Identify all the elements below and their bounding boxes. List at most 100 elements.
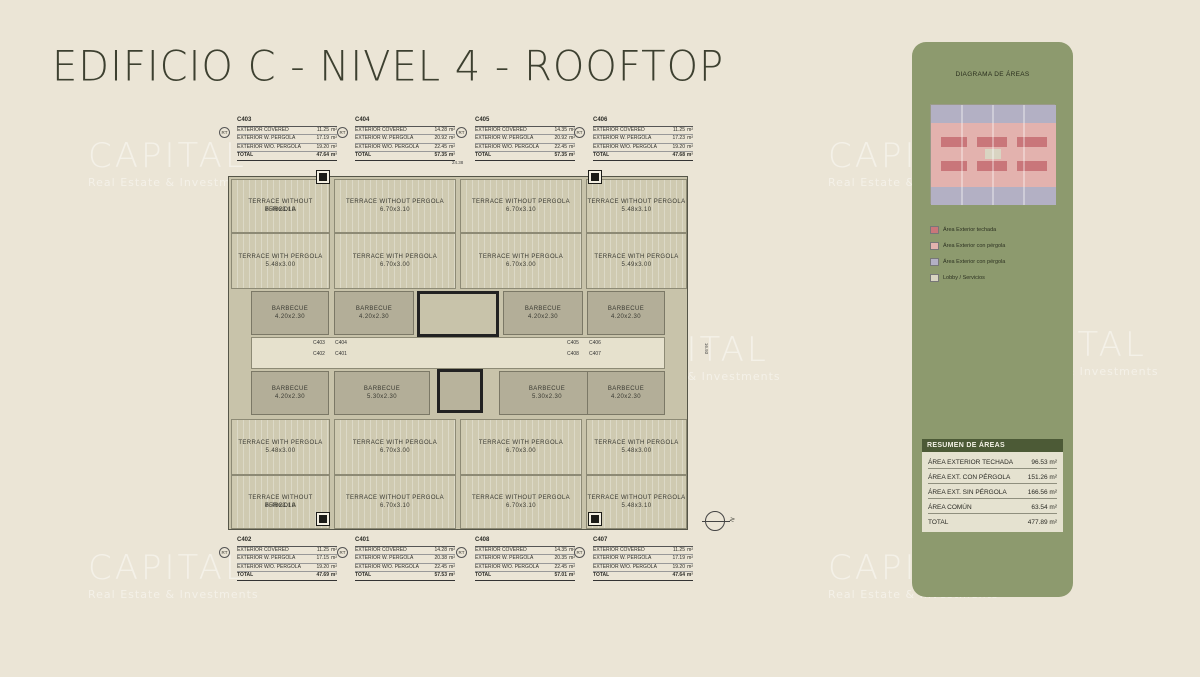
dimension-width: 24.38 xyxy=(452,160,464,165)
room-size: 4.20x2.30 xyxy=(275,314,305,320)
room-name: BARBECUE xyxy=(524,306,562,312)
area-unit: m² xyxy=(449,126,455,133)
area-label: EXTERIOR COVERED xyxy=(593,126,645,133)
north-label: N xyxy=(729,516,737,524)
room-size: 4.20x2.30 xyxy=(275,394,305,400)
area-label: EXTERIOR COVERED xyxy=(475,546,527,553)
summary-label: TOTAL xyxy=(928,518,949,526)
area-label: EXTERIOR W/O. PERGOLA xyxy=(475,563,539,570)
area-unit: m² xyxy=(330,572,337,578)
unit-id: C406 xyxy=(593,117,693,127)
area-label: EXTERIOR W/O. PERGOLA xyxy=(355,143,419,150)
area-label: EXTERIOR W. PERGOLA xyxy=(355,555,414,561)
area-label: EXTERIOR W. PERGOLA xyxy=(593,135,652,141)
room-size: 4.20x2.30 xyxy=(611,394,641,400)
area-label: EXTERIOR W/O. PERGOLA xyxy=(593,563,657,570)
room-name: TERRACE WITH PERGOLA xyxy=(238,254,323,260)
room-size: 6.70x3.10 xyxy=(506,207,536,213)
area-unit: m² xyxy=(449,546,455,553)
room-name: TERRACE WITHOUT PERGOLA xyxy=(345,199,445,205)
area-unit: m² xyxy=(331,135,337,141)
legend-label: Área Exterior techada xyxy=(943,227,997,233)
area-value: 17.15 xyxy=(316,555,329,561)
legend-label: Área Exterior con pérgola xyxy=(943,259,1006,265)
structural-column xyxy=(316,170,330,184)
room-size: 5.48x3.10 xyxy=(265,207,296,213)
unit-tag-c406: RT xyxy=(574,127,585,138)
unit-tag-c401: RT xyxy=(337,547,348,558)
stair-core xyxy=(417,291,499,337)
area-value: 19.20 xyxy=(672,143,685,150)
elevator-core xyxy=(437,369,483,413)
area-unit: m² xyxy=(687,126,693,133)
area-value: 20.38 xyxy=(434,555,447,561)
room-size: 5.30x2.30 xyxy=(367,394,397,400)
area-label: EXTERIOR W/O. PERGOLA xyxy=(237,143,301,150)
room-name: BARBECUE xyxy=(271,306,309,312)
area-unit: m² xyxy=(568,152,575,158)
summary-value: 151.26 m² xyxy=(1027,473,1057,481)
unit-entry-label: C403 xyxy=(313,340,325,346)
total-value: 57.01 xyxy=(554,572,567,578)
unit-id: C403 xyxy=(237,117,337,127)
area-value: 22.45 xyxy=(434,143,447,150)
area-unit: m² xyxy=(569,135,575,141)
area-label: EXTERIOR W. PERGOLA xyxy=(237,135,296,141)
room-size: 4.20x2.30 xyxy=(611,314,641,320)
area-value: 14.28 xyxy=(434,126,447,133)
total-label: TOTAL xyxy=(355,152,372,158)
room-name: TERRACE WITHOUT PERGOLA xyxy=(471,495,571,501)
room-name: TERRACE WITHOUT PERGOLA xyxy=(248,495,313,509)
total-label: TOTAL xyxy=(475,152,492,158)
room-name: TERRACE WITH PERGOLA xyxy=(478,440,564,446)
legend-swatch xyxy=(930,274,939,282)
unit-id: C404 xyxy=(355,117,455,127)
unit-id: C407 xyxy=(593,537,693,547)
summary-value: 63.54 m² xyxy=(1031,503,1057,511)
area-unit: m² xyxy=(331,126,337,133)
area-label: EXTERIOR COVERED xyxy=(475,126,527,133)
area-value: 14.35 xyxy=(554,126,567,133)
room-size: 5.48x3.10 xyxy=(265,503,296,509)
page-title: EDIFICIO C - NIVEL 4 - ROOFTOP xyxy=(52,42,725,92)
room-name: TERRACE WITHOUT PERGOLA xyxy=(345,495,445,501)
area-unit: m² xyxy=(569,563,575,570)
area-unit: m² xyxy=(331,555,337,561)
room-size: 5.49x3.00 xyxy=(621,262,652,268)
area-label: EXTERIOR W. PERGOLA xyxy=(355,135,414,141)
